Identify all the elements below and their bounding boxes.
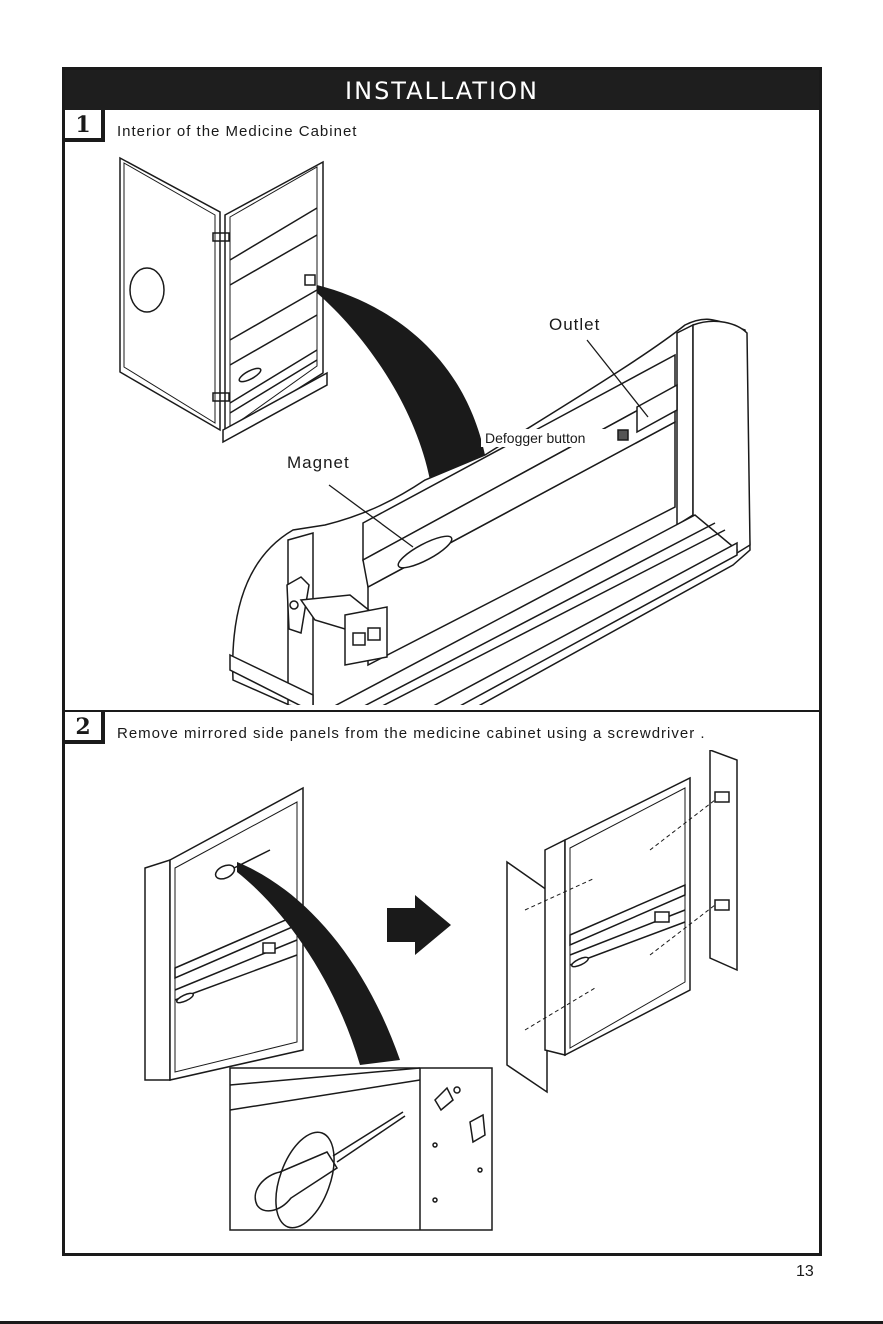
step-2-number: 2 bbox=[65, 712, 105, 744]
step-1-number: 1 bbox=[65, 110, 105, 142]
outlet-label: Outlet bbox=[549, 315, 600, 334]
cabinet-door bbox=[120, 158, 220, 430]
section-title: INSTALLATION bbox=[65, 70, 819, 110]
installation-frame: INSTALLATION 1 Interior of the Medicine … bbox=[62, 67, 822, 1256]
step-2-illustration bbox=[65, 750, 819, 1250]
right-removed-panel bbox=[710, 750, 737, 970]
page-number: 13 bbox=[796, 1263, 814, 1281]
left-side-panel bbox=[145, 860, 170, 1080]
defogger-button-label: Defogger button bbox=[485, 430, 585, 446]
right-cabinet-side bbox=[545, 840, 565, 1055]
defogger-button-icon bbox=[618, 430, 628, 440]
magnet-label: Magnet bbox=[287, 453, 350, 472]
left-removed-panel bbox=[507, 862, 547, 1092]
step-2-text: Remove mirrored side panels from the med… bbox=[117, 725, 706, 742]
step-divider bbox=[65, 710, 819, 712]
step-1-illustration: Outlet Defogger button Magnet bbox=[65, 145, 819, 705]
zoom-swoosh bbox=[317, 285, 485, 480]
step-1-text: Interior of the Medicine Cabinet bbox=[117, 123, 357, 140]
right-arrow-icon bbox=[387, 895, 451, 955]
